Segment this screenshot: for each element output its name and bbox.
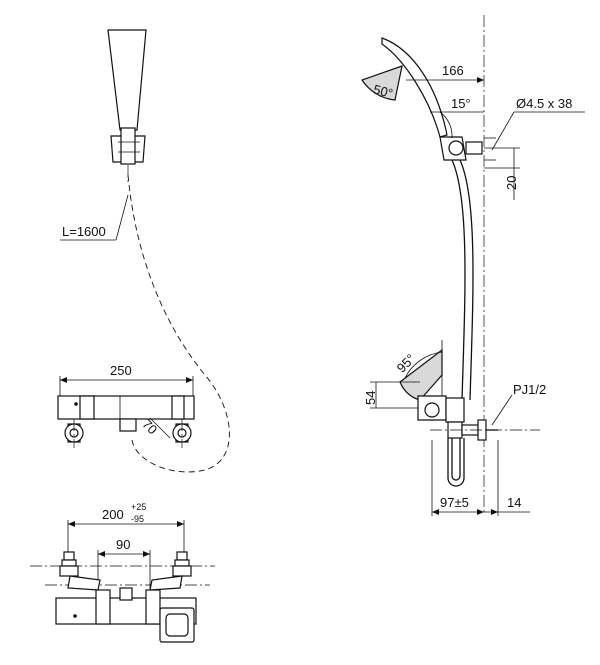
body-width-label: 250 — [110, 363, 132, 378]
tilt-angle-label: 15° — [451, 96, 471, 111]
hand-shower-front-view — [107, 29, 147, 182]
hose-dashed-line — [127, 174, 230, 473]
flange-label: 14 — [507, 495, 521, 510]
pipe-thread-label: PJ1/2 — [513, 382, 546, 397]
bracket-height-label: 20 — [504, 176, 519, 190]
head-angle-label: 50° — [372, 81, 395, 101]
hose-length-callout: L=1600 — [60, 194, 129, 241]
mixer-top-view: 200 +25 -95 90 — [30, 502, 215, 643]
hose-length-label: L=1600 — [62, 224, 106, 239]
lever-height-label: 54 — [363, 391, 378, 405]
inner-spacing-label: 90 — [116, 537, 130, 552]
mount-spacing-tol-minus: -95 — [131, 514, 144, 524]
rail-offset-label: 166 — [442, 63, 464, 78]
mount-spacing-label: 200 — [102, 507, 124, 522]
mount-spacing-tol-plus: +25 — [131, 502, 146, 512]
side-view: 50° 166 15° Ø4.5 x 38 20 95° 54 — [361, 15, 585, 516]
mixer-front-view: 250 70 — [57, 363, 195, 448]
wall-offset-label: 97±5 — [440, 495, 469, 510]
screw-spec-label: Ø4.5 x 38 — [516, 96, 572, 111]
